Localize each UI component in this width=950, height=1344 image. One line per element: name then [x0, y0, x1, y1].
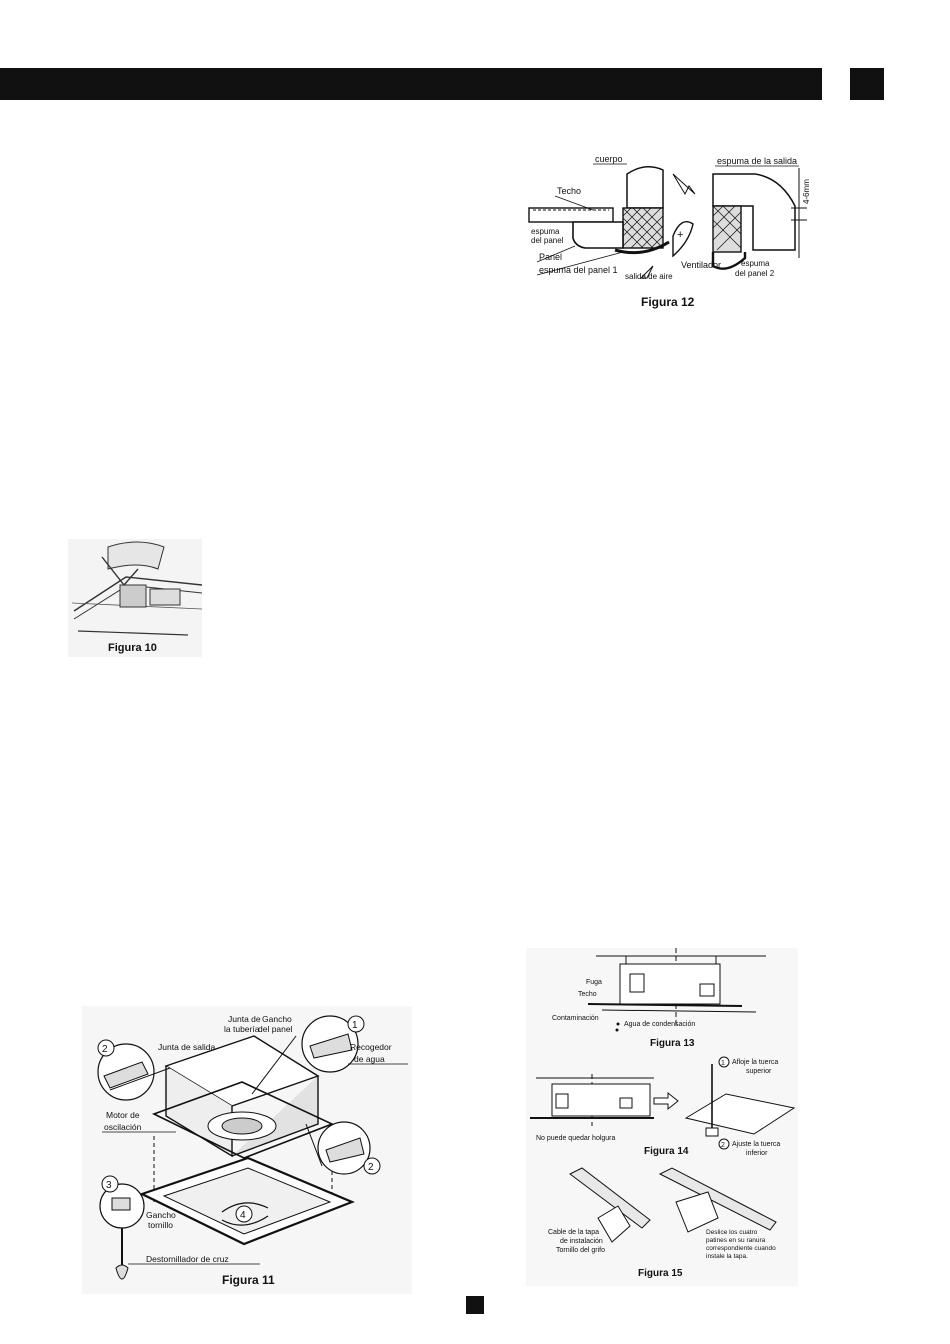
label-dimension: 4-6mm [802, 179, 811, 204]
caption-figura-14: Figura 14 [644, 1146, 689, 1157]
label-panel: Panel [539, 252, 562, 262]
label-contaminacion: Contaminación [552, 1015, 599, 1022]
label-gancho-tornillo-b: tornillo [148, 1220, 173, 1230]
label-deslice-c: correspondiente cuando [706, 1245, 776, 1252]
caption-figura-10: Figura 10 [108, 642, 157, 654]
label-espuma-salida: espuma de la salida [717, 156, 797, 166]
label-recogedor-a: Recogedor [350, 1042, 392, 1052]
label-junta-tuberia-a: Junta de [228, 1014, 261, 1024]
label-espuma-2b: del panel 2 [735, 269, 775, 278]
number-3: 3 [106, 1180, 112, 1191]
number-14-1: 1 [721, 1060, 725, 1067]
svg-text:+: + [677, 229, 683, 241]
label-salida-aire: salida de aire [625, 272, 673, 281]
figure-10: Figura 10 [68, 539, 202, 657]
header-page-tab [850, 68, 884, 100]
label-techo-13: Techo [578, 991, 597, 998]
label-espuma-panel-1: espuma del panel 1 [539, 265, 618, 275]
label-espuma-panel-b: del panel [531, 236, 564, 245]
label-motor-a: Motor de [106, 1110, 140, 1120]
label-cable-a: Cable de la tapa [548, 1229, 599, 1236]
label-deslice-a: Deslice los cuatro [706, 1229, 758, 1236]
label-destornillador: Destornillador de cruz [146, 1254, 229, 1264]
label-deslice-d: instale la tapa. [706, 1253, 748, 1260]
label-junta-tuberia-b: la tubería [224, 1024, 260, 1034]
label-cuerpo: cuerpo [595, 154, 623, 164]
number-4: 4 [240, 1210, 246, 1221]
figure-11: 4 1 2 2 3 Junta de la tubería Gancho del… [82, 1006, 412, 1294]
label-afloje-a: Afloje la tuerca [732, 1059, 778, 1066]
caption-figura-15: Figura 15 [638, 1268, 683, 1279]
label-gancho-tornillo-a: Gancho [146, 1210, 176, 1220]
label-techo: Techo [557, 186, 581, 196]
caption-figura-11: Figura 11 [222, 1273, 275, 1287]
label-recogedor-b: de agua [354, 1054, 385, 1064]
label-fuga: Fuga [586, 979, 602, 986]
figure-12: + cuerpo Techo espuma del panel Panel es… [523, 146, 815, 318]
label-ajuste-b: inferior [746, 1150, 768, 1157]
caption-figura-13: Figura 13 [650, 1038, 695, 1049]
header-bar [0, 68, 822, 100]
label-agua-condensacion: Agua de condensación [624, 1021, 695, 1028]
page-number-marker [466, 1296, 484, 1314]
label-cable-b: de instalación [560, 1238, 603, 1245]
label-afloje-b: superior [746, 1068, 772, 1075]
label-espuma-2a: espuma [741, 259, 770, 268]
number-14-2: 2 [721, 1142, 725, 1149]
number-2b: 2 [368, 1162, 374, 1173]
label-gancho-panel-a: Gancho [262, 1014, 292, 1024]
label-gancho-panel-b: del panel [258, 1024, 293, 1034]
label-holgura: No puede quedar holgura [536, 1135, 616, 1142]
label-motor-b: oscilación [104, 1122, 142, 1132]
number-2a: 2 [102, 1044, 108, 1055]
label-junta-salida: Junta de salida [158, 1042, 215, 1052]
figure-13-15-group: Fuga Techo Contaminación Agua de condens… [526, 948, 798, 1286]
label-espuma-panel-a: espuma [531, 227, 560, 236]
label-ventilador: Ventilador [681, 260, 721, 270]
number-1: 1 [352, 1020, 358, 1031]
label-tornillo-grifo: Tornillo del grifo [556, 1247, 605, 1254]
label-deslice-b: patines en su ranura [706, 1237, 766, 1244]
caption-figura-12: Figura 12 [641, 295, 695, 309]
label-ajuste-a: Ajuste la tuerca [732, 1141, 780, 1148]
